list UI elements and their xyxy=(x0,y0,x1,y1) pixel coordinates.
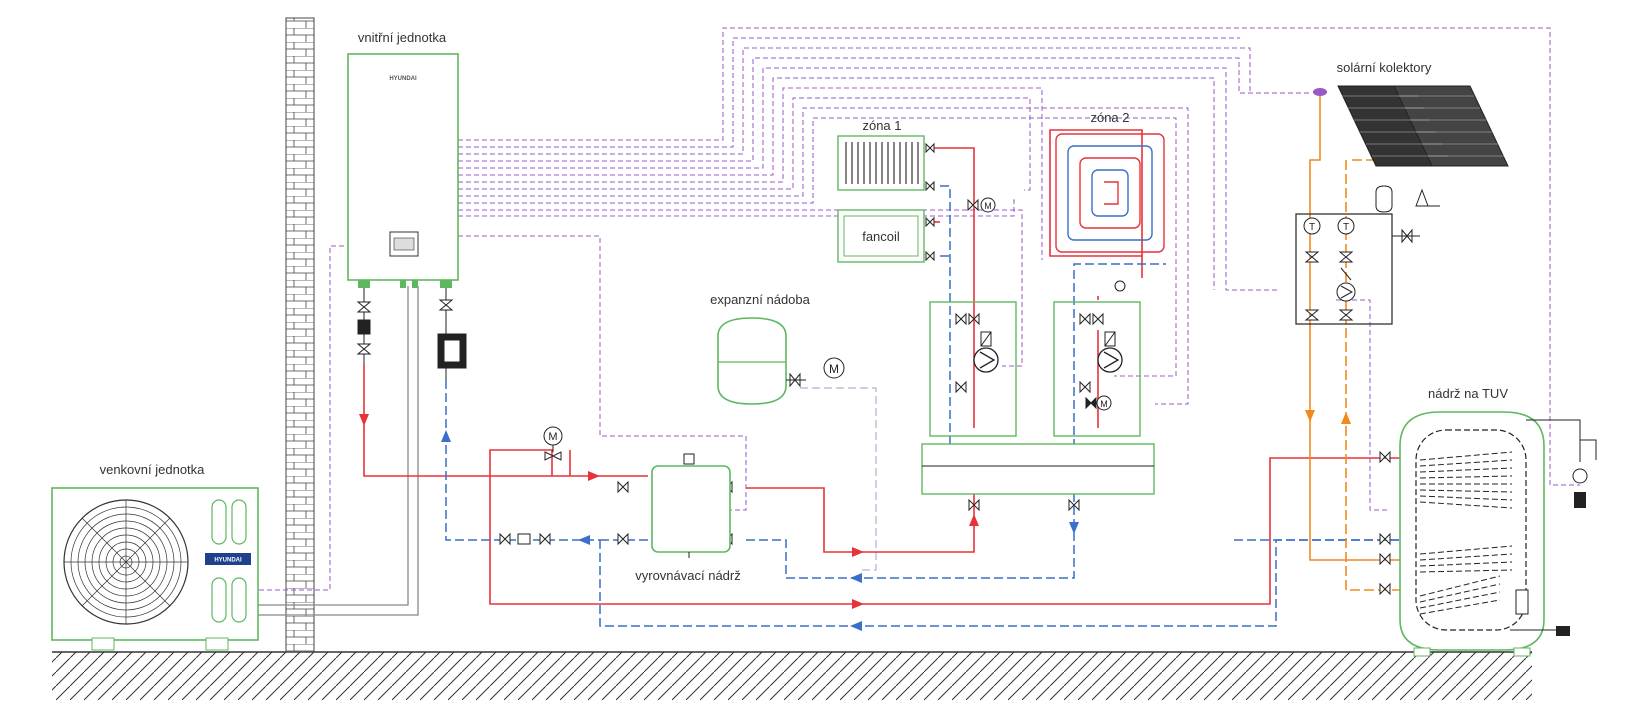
buffer-tank xyxy=(651,453,731,558)
dhw-tank xyxy=(1399,411,1597,657)
solar-collectors xyxy=(1313,85,1509,167)
fancoil-unit xyxy=(837,209,925,263)
floor-heating-coil xyxy=(1055,133,1165,253)
motor-symbol: M xyxy=(548,431,557,443)
manifold xyxy=(921,443,1155,495)
label-fancoil: fancoil xyxy=(862,229,900,244)
indoor-unit: HYUNDAI xyxy=(347,53,459,288)
supply-pipes xyxy=(363,129,1400,605)
radiator xyxy=(837,135,925,191)
label-dhw-tank: nádrž na TUV xyxy=(1428,386,1508,401)
brand-plate xyxy=(205,553,251,565)
label-zone1: zóna 1 xyxy=(862,118,901,133)
fan-grille xyxy=(63,499,189,625)
ground xyxy=(52,651,1532,700)
label-outdoor-unit: venkovní jednotka xyxy=(100,462,206,477)
label-indoor-unit: vnitřní jednotka xyxy=(358,30,447,45)
indoor-fittings xyxy=(356,288,467,380)
outdoor-brand: HYUNDAI xyxy=(214,558,242,564)
zone1-pump-module xyxy=(929,301,1017,437)
motor-symbol: M xyxy=(984,201,992,211)
control-wiring xyxy=(258,27,1580,591)
lower-coil xyxy=(1419,545,1513,615)
brick-wall xyxy=(285,17,315,653)
valves xyxy=(499,142,1391,596)
flow-arrows xyxy=(359,410,1351,631)
motor-symbol: M xyxy=(829,362,839,376)
expansion-vessel: M xyxy=(717,317,845,405)
return-pipes xyxy=(445,185,1400,627)
three-way-valve-main: M xyxy=(543,426,563,461)
three-way-valve-zone1: M xyxy=(967,197,996,213)
side-vents xyxy=(211,499,247,623)
solar-pump-station: T T xyxy=(1295,185,1440,325)
three-way-valve-zone2: M xyxy=(1085,395,1112,411)
expansion-line xyxy=(800,387,877,571)
refrigerant-lines xyxy=(258,286,419,616)
labels: vnitřní jednotka venkovní jednotka zóna … xyxy=(100,30,1509,583)
thermometer-symbol: T xyxy=(1309,222,1315,233)
zone2-pump-module xyxy=(1053,280,1141,437)
thermometer-symbol: T xyxy=(1343,222,1349,233)
label-expansion-vessel: expanzní nádoba xyxy=(710,292,811,307)
indoor-brand: HYUNDAI xyxy=(389,76,417,82)
label-zone2: zóna 2 xyxy=(1090,110,1129,125)
label-buffer-tank: vyrovnávací nádrž xyxy=(635,568,741,583)
motor-symbol: M xyxy=(1100,399,1108,409)
label-solar-collectors: solární kolektory xyxy=(1337,60,1432,75)
upper-coil xyxy=(1419,451,1513,509)
outdoor-unit: HYUNDAI xyxy=(51,487,259,651)
